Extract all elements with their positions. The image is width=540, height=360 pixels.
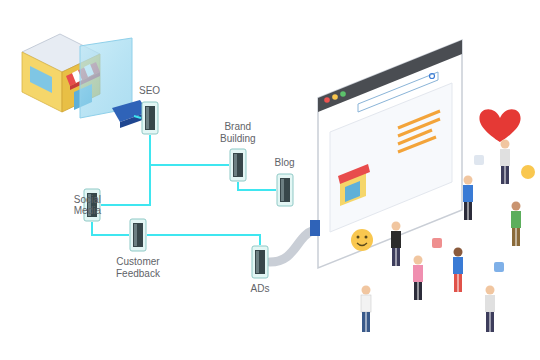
emoji xyxy=(521,165,535,179)
people xyxy=(361,140,521,333)
plug xyxy=(310,220,320,236)
browser-window xyxy=(318,40,462,268)
like-icon xyxy=(474,155,484,165)
panel-label: Blog xyxy=(275,157,295,169)
panel-label: Social Media xyxy=(49,194,101,217)
filter-panel: Customer Feedback xyxy=(129,218,147,252)
emoji xyxy=(351,229,373,251)
glass-panel xyxy=(129,218,147,252)
light-connector xyxy=(238,182,276,190)
glass-panel xyxy=(141,101,159,135)
filter-panel: Brand Building xyxy=(229,148,247,182)
filter-panel: ADs xyxy=(251,245,269,279)
chat-icon xyxy=(432,238,442,248)
chat-icon xyxy=(494,262,504,272)
panel-label: SEO xyxy=(139,85,160,97)
panel-label: Customer Feedback xyxy=(116,256,160,279)
light-connector xyxy=(92,222,129,235)
light-beam xyxy=(134,116,141,118)
panel-label: Brand Building xyxy=(220,121,256,144)
glass-panel xyxy=(276,173,294,207)
light-connector xyxy=(101,135,150,205)
filter-panel: Blog xyxy=(276,173,294,207)
filter-panel: SEO xyxy=(141,101,159,135)
filter-panel: Social Media xyxy=(83,188,101,222)
glass-panel xyxy=(251,245,269,279)
heart-icon xyxy=(479,109,520,142)
glass-panel xyxy=(229,148,247,182)
light-connector xyxy=(150,135,229,165)
cable xyxy=(270,230,314,262)
light-connector xyxy=(147,235,260,245)
panel-label: ADs xyxy=(251,283,270,295)
